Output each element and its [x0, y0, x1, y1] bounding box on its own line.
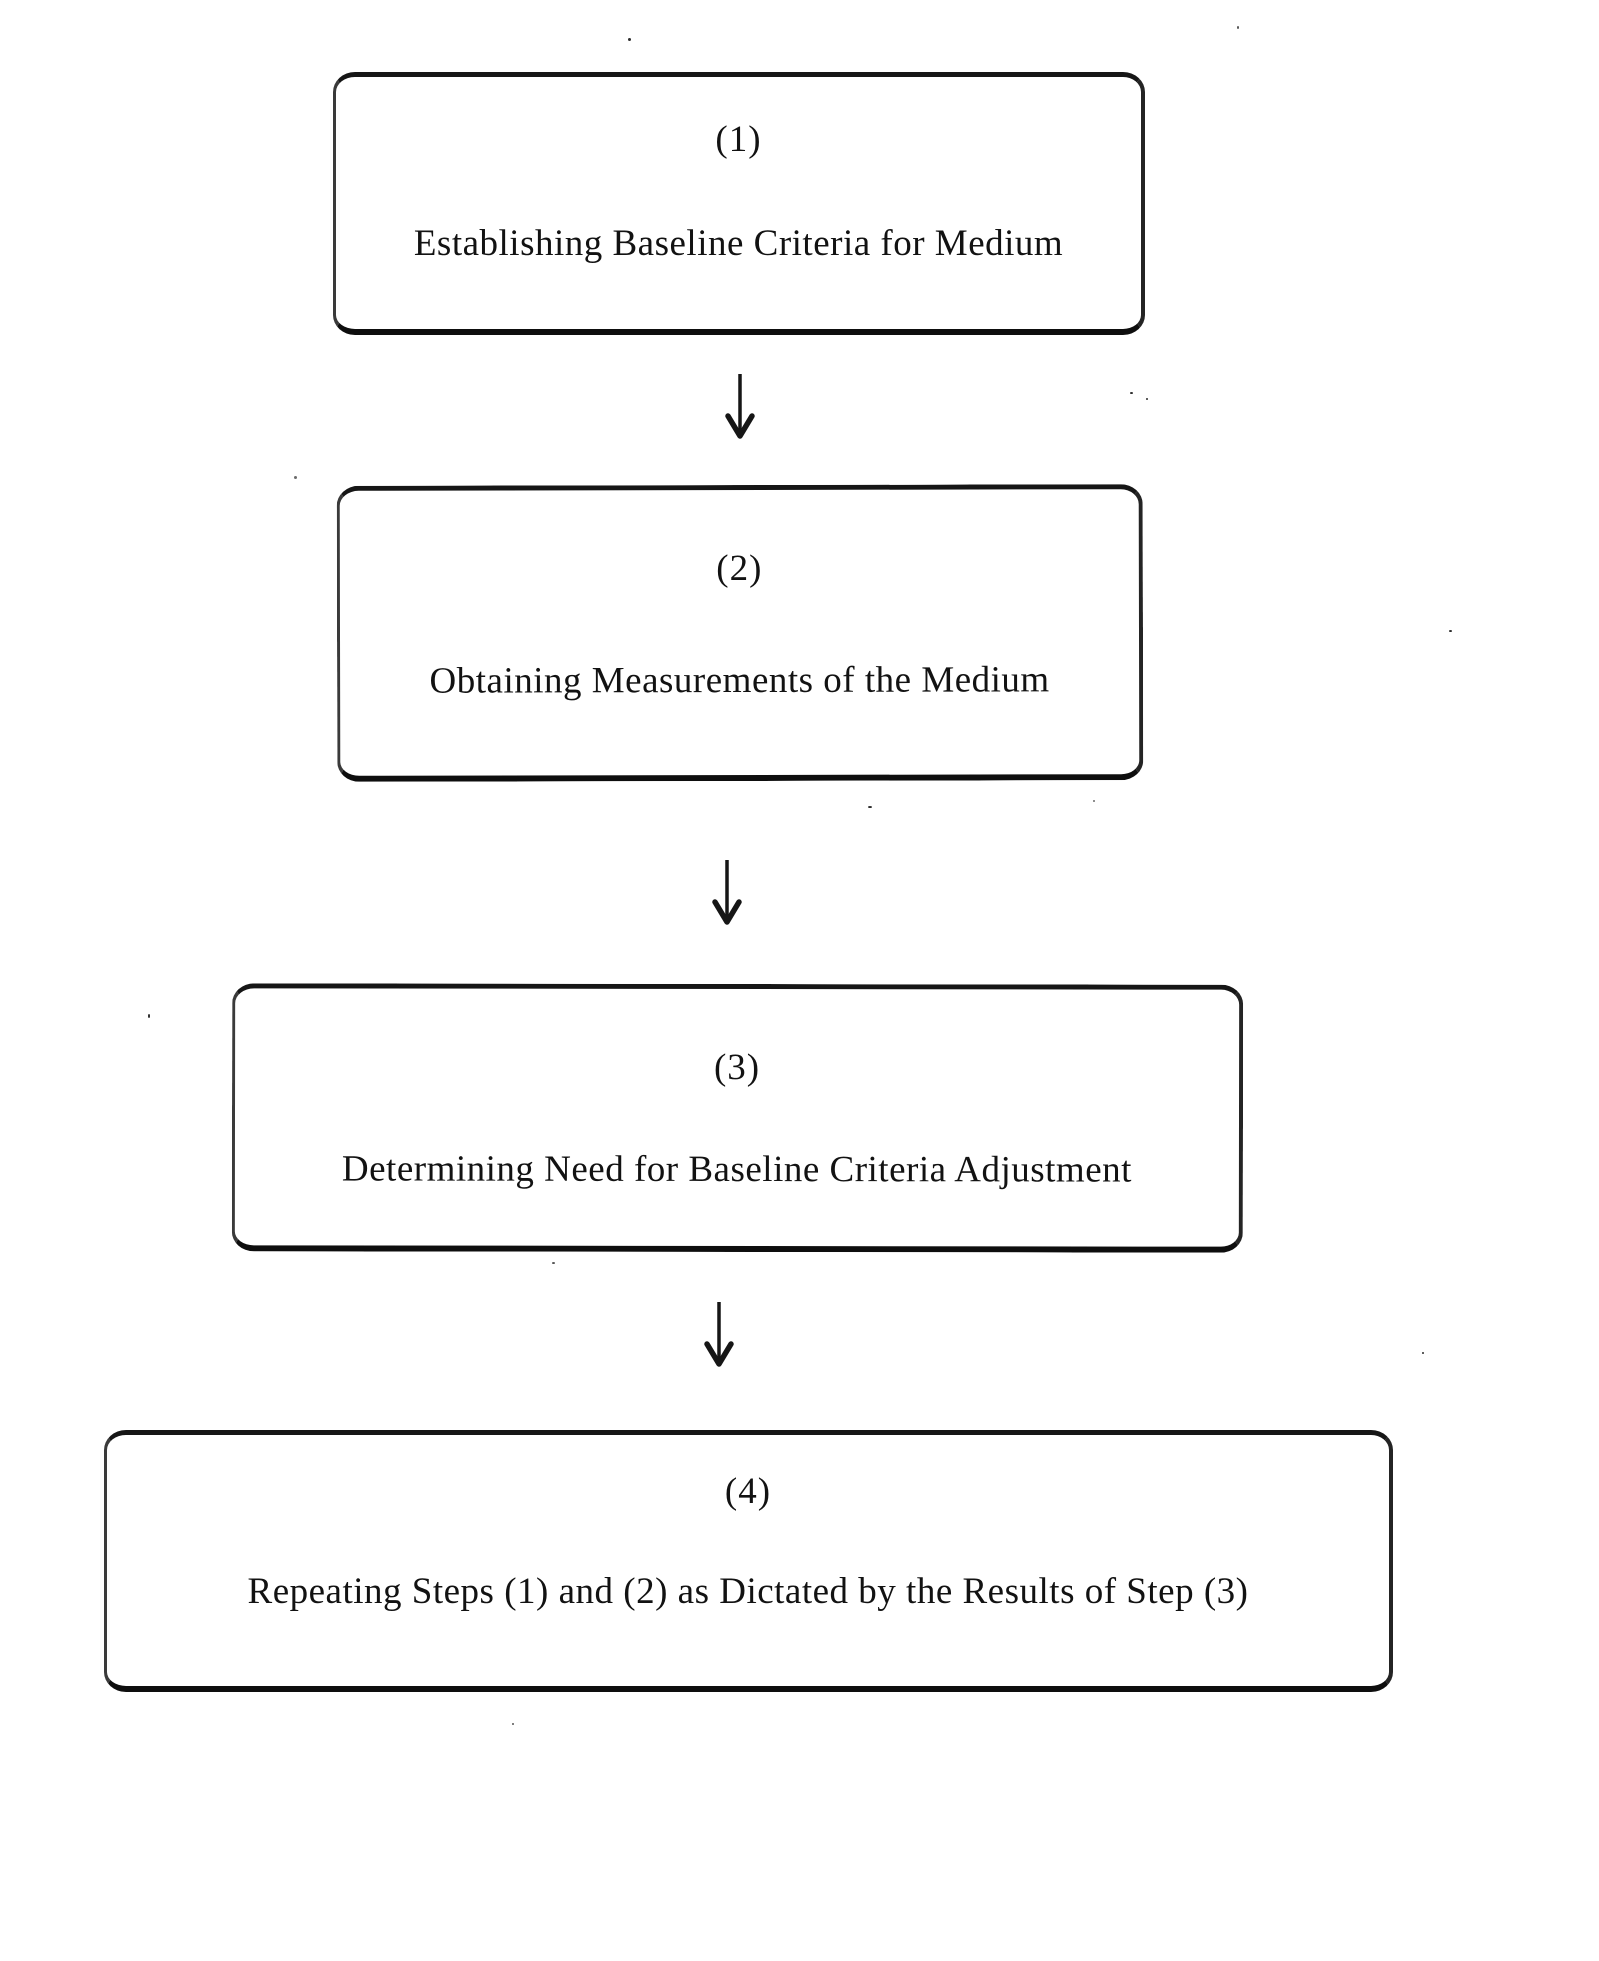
step-4-number: (4)	[724, 1471, 772, 1512]
step-2-label: Obtaining Measurements of the Medium	[429, 659, 1050, 702]
arrow-down-icon	[702, 1300, 736, 1368]
scan-speck	[1093, 800, 1095, 802]
scan-speck	[1237, 26, 1239, 29]
scan-speck	[1130, 392, 1133, 394]
scan-speck	[512, 1723, 514, 1725]
flow-step-1-box: (1) Establishing Baseline Criteria for M…	[333, 72, 1145, 335]
step-4-label: Repeating Steps (1) and (2) as Dictated …	[247, 1571, 1249, 1612]
scan-speck	[294, 476, 297, 479]
scan-speck	[628, 38, 631, 41]
step-3-label: Determining Need for Baseline Criteria A…	[341, 1148, 1132, 1191]
scan-speck	[552, 1262, 555, 1264]
step-1-number: (1)	[715, 119, 762, 160]
flow-step-4-box: (4) Repeating Steps (1) and (2) as Dicta…	[104, 1430, 1393, 1692]
arrow-down-icon	[710, 858, 744, 926]
scan-speck	[1422, 1352, 1424, 1354]
step-3-number: (3)	[713, 1046, 761, 1089]
flow-step-3-box: (3) Determining Need for Baseline Criter…	[231, 983, 1244, 1253]
step-1-label: Establishing Baseline Criteria for Mediu…	[413, 223, 1064, 264]
scan-speck	[1146, 398, 1148, 400]
flow-step-2-box: (2) Obtaining Measurements of the Medium	[336, 484, 1144, 782]
scan-speck	[868, 806, 872, 808]
arrow-down-icon	[723, 372, 757, 440]
step-2-number: (2)	[716, 547, 763, 590]
scan-speck	[1449, 630, 1452, 632]
scan-speck	[148, 1014, 150, 1018]
